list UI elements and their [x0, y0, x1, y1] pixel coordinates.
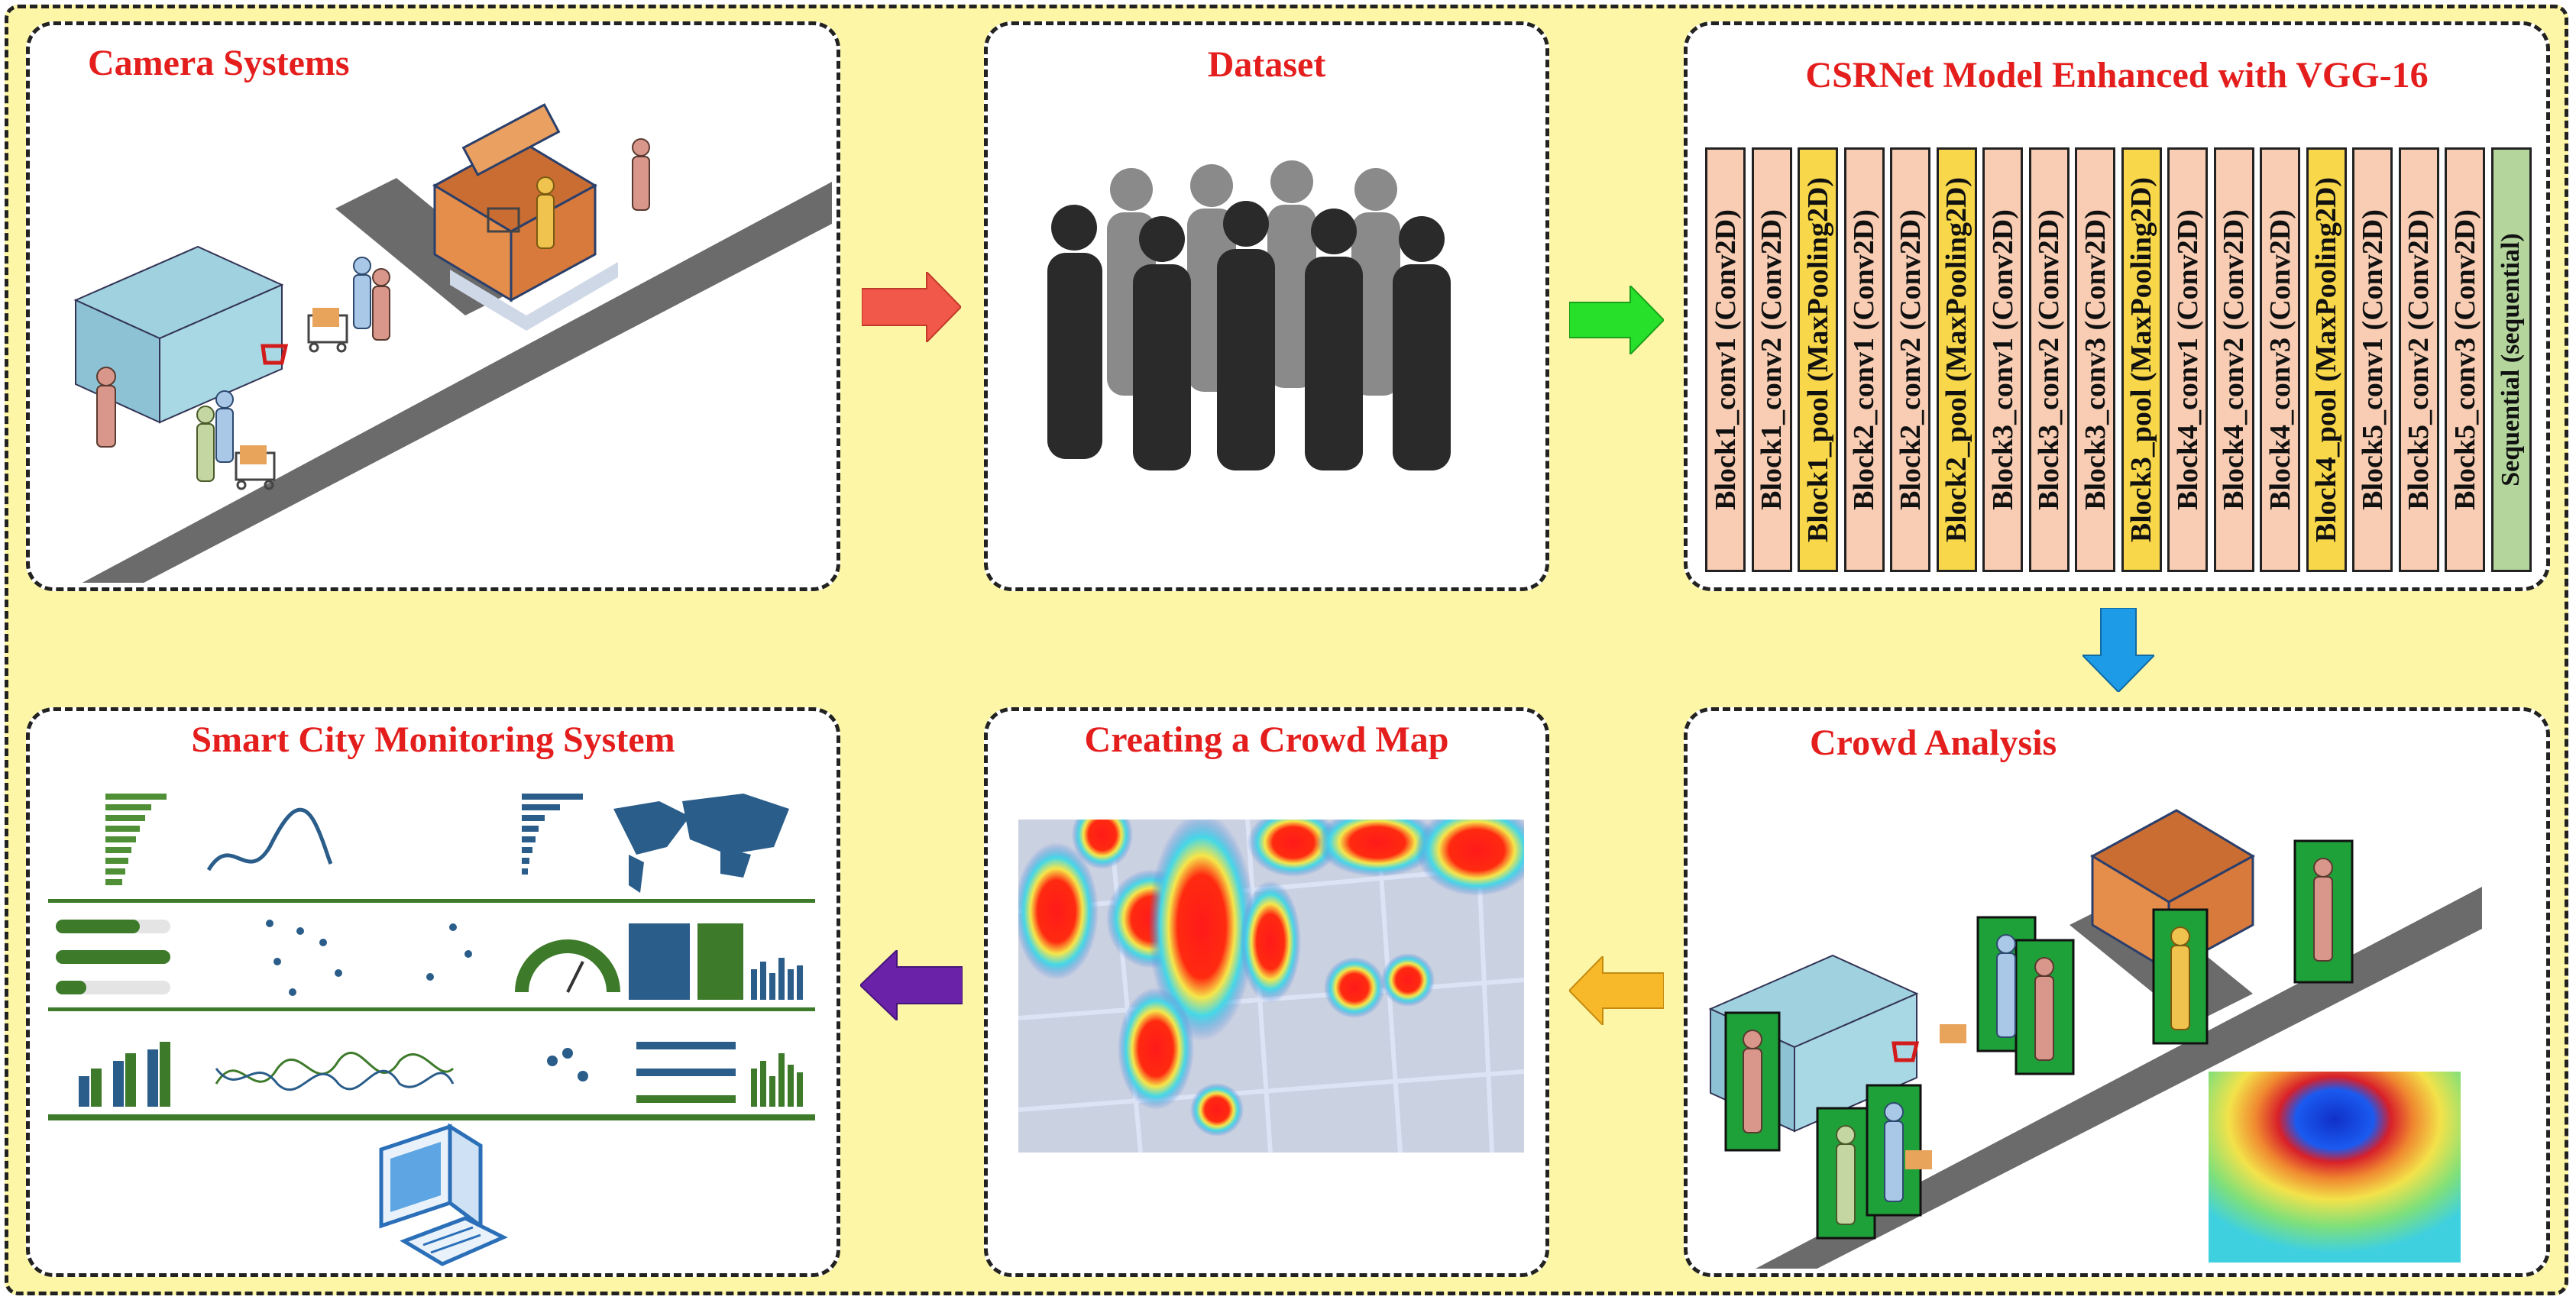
camera-systems-panel: Camera Systems [26, 21, 840, 591]
model-layer-conv-block: Block4_conv3 (Conv2D) [2260, 147, 2300, 572]
model-layer-conv-block: Block3_conv3 (Conv2D) [2075, 147, 2115, 572]
model-layer-conv-block: Block2_conv2 (Conv2D) [1890, 147, 1930, 572]
camera-systems-title: Camera Systems [88, 43, 350, 83]
smart-city-panel: Smart City Monitoring System [26, 707, 840, 1277]
dashboard-screenshot-icon [48, 778, 815, 1122]
model-layer-label: Block5_conv2 (Conv2D) [2403, 209, 2435, 510]
model-layer-pool-block: Block2_pool (MaxPooling2D) [1936, 147, 1977, 572]
crowd-analysis-title: Crowd Analysis [1810, 723, 2057, 763]
model-layer-seq-block: Sequential (sequential) [2490, 147, 2532, 572]
smart-city-title: Smart City Monitoring System [191, 719, 675, 760]
crowd-analysis-panel: Crowd Analysis [1684, 707, 2550, 1277]
crowd-detection-scene-icon [1708, 809, 2482, 1269]
model-layer-conv-block: Block5_conv3 (Conv2D) [2445, 147, 2485, 572]
model-layer-label: Block2_conv1 (Conv2D) [1848, 209, 1880, 510]
model-layer-conv-block: Block2_conv1 (Conv2D) [1843, 147, 1885, 572]
crowd-silhouette-icon [1047, 160, 1451, 470]
arrow-left-purple-icon [860, 950, 963, 1020]
arrow-right-green-icon [1569, 286, 1664, 354]
model-layer-conv-block: Block4_conv1 (Conv2D) [2167, 147, 2208, 572]
model-layer-label: Block2_pool (MaxPooling2D) [1940, 176, 1972, 543]
model-layer-conv-block: Block5_conv2 (Conv2D) [2398, 147, 2439, 572]
model-layer-label: Block3_conv2 (Conv2D) [2033, 209, 2065, 510]
crowd-map-panel: Creating a Crowd Map [984, 707, 1549, 1277]
computer-icon [379, 1123, 508, 1266]
model-layer-label: Block1_conv2 (Conv2D) [1756, 209, 1788, 510]
model-layer-label: Block2_conv2 (Conv2D) [1894, 209, 1927, 510]
arrow-right-red-icon [862, 272, 961, 342]
crowd-map-title: Creating a Crowd Map [1084, 719, 1449, 760]
model-layer-conv-block: Block3_conv1 (Conv2D) [1982, 147, 2023, 572]
model-layer-label: Block4_conv3 (Conv2D) [2264, 209, 2296, 510]
model-layer-label: Block3_conv3 (Conv2D) [2079, 209, 2112, 510]
model-layer-label: Block1_conv1 (Conv2D) [1709, 209, 1742, 510]
model-layer-conv-block: Block5_conv1 (Conv2D) [2352, 147, 2393, 572]
csrnet-model-title: CSRNet Model Enhanced with VGG-16 [1805, 55, 2429, 95]
model-layer-pool-block: Block4_pool (MaxPooling2D) [2306, 147, 2347, 572]
crowd-map-heatmap-icon [1018, 820, 1524, 1153]
model-layer-label: Block4_conv2 (Conv2D) [2218, 209, 2250, 510]
model-layer-label: Block4_pool (MaxPooling2D) [2310, 176, 2342, 543]
model-layer-label: Block5_conv3 (Conv2D) [2448, 209, 2481, 510]
model-layer-label: Block4_conv1 (Conv2D) [2171, 209, 2204, 510]
dataset-panel: Dataset [984, 21, 1549, 591]
model-layer-conv-block: Block1_conv1 (Conv2D) [1705, 147, 1746, 572]
model-layer-conv-block: Block1_conv2 (Conv2D) [1751, 147, 1792, 572]
csrnet-model-panel: CSRNet Model Enhanced with VGG-16 Block1… [1684, 21, 2550, 591]
model-layer-pool-block: Block1_pool (MaxPooling2D) [1798, 147, 1838, 572]
model-layer-conv-block: Block3_conv2 (Conv2D) [2028, 147, 2070, 572]
arrow-left-orange-icon [1569, 956, 1664, 1025]
model-layer-label: Block3_conv1 (Conv2D) [1986, 209, 2019, 510]
model-layer-label: Sequential (sequential) [2497, 233, 2525, 487]
model-layer-conv-block: Block4_conv2 (Conv2D) [2213, 147, 2254, 572]
model-layer-label: Block5_conv1 (Conv2D) [2356, 209, 2389, 510]
model-layer-label: Block3_pool (MaxPooling2D) [2125, 176, 2157, 543]
density-heatmap-icon [2209, 1072, 2461, 1263]
camera-street-scene-icon [73, 103, 832, 583]
model-layer-pool-block: Block3_pool (MaxPooling2D) [2121, 147, 2162, 572]
dataset-title: Dataset [1207, 44, 1326, 85]
model-layer-label: Block1_pool (MaxPooling2D) [1801, 176, 1834, 543]
arrow-down-blue-icon [2082, 608, 2154, 692]
